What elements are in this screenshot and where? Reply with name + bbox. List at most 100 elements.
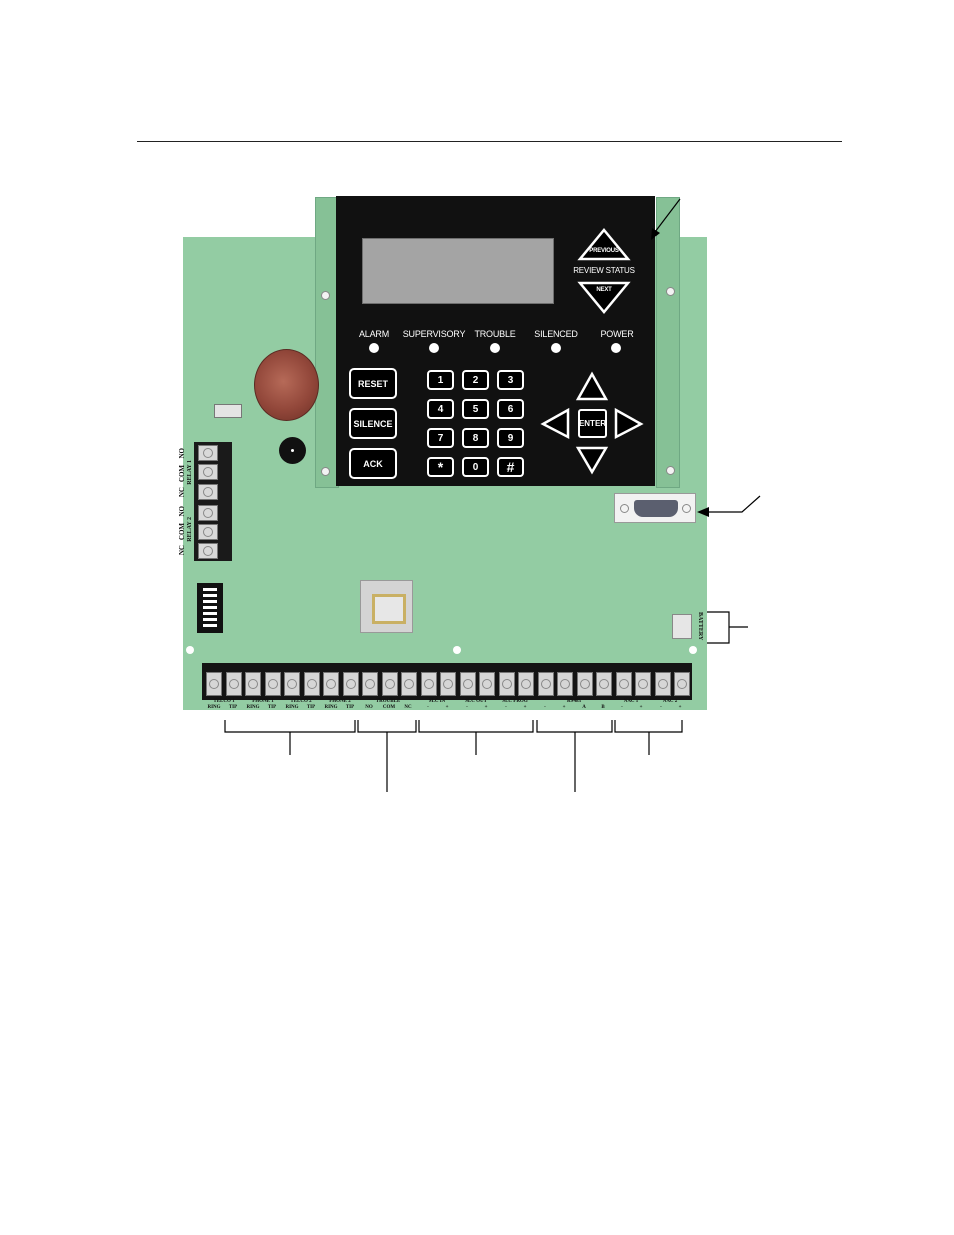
field-terminal	[304, 672, 320, 696]
terminal-sub-label: -	[505, 705, 507, 710]
relay2-no-label: NO	[178, 506, 186, 517]
serial-port-connector[interactable]	[614, 493, 696, 523]
relay1-group-label: RELAY 1	[187, 460, 193, 485]
enter-button[interactable]: ENTER	[578, 409, 607, 438]
indicator-trouble-label: TROUBLE	[474, 329, 516, 339]
relay2-nc-label: NC	[178, 545, 186, 556]
terminal-label-phone2: PHONE 2	[329, 699, 351, 704]
terminal-sub-label: TIP	[267, 705, 277, 710]
key-8[interactable]: 8	[462, 428, 489, 448]
key-5[interactable]: 5	[462, 399, 489, 419]
terminal-label-telco2: TELCO 2	[290, 699, 312, 704]
relay1-com-label: COM	[178, 465, 186, 483]
terminal-label-slc-out: SLC OUT	[465, 699, 487, 704]
callout-line-serial-port	[706, 495, 761, 513]
relay2-group-label: RELAY 2	[187, 517, 193, 542]
terminal-label-slc-prog: SLC PROG	[502, 699, 528, 704]
battery-connector[interactable]	[672, 614, 692, 639]
relay-terminal	[198, 464, 218, 480]
relay-terminal	[198, 543, 218, 559]
right-mounting-bracket	[656, 197, 680, 488]
terminal-sub-label: +	[562, 705, 566, 710]
terminal-sub-label: -	[466, 705, 468, 710]
indicator-supervisory-label: SUPERVISORY	[402, 329, 466, 339]
field-terminal	[284, 672, 300, 696]
terminal-label-trouble: TROUBLE	[375, 699, 401, 704]
terminal-sub-label: NO	[365, 705, 373, 710]
callout-arrowhead-icon	[697, 507, 709, 517]
callout-arrowhead-icon	[651, 228, 660, 240]
mounting-hole	[453, 646, 461, 654]
terminal-label-rs485: RS485	[567, 699, 581, 704]
indicator-alarm-label: ALARM	[358, 329, 390, 339]
field-terminal	[479, 672, 495, 696]
relay2-com-label: COM	[178, 523, 186, 541]
terminal-sub-label: A	[582, 705, 586, 710]
sounder-disc	[254, 349, 319, 421]
key-7[interactable]: 7	[427, 428, 454, 448]
indicator-power-label: POWER	[600, 329, 634, 339]
field-terminal	[577, 672, 593, 696]
relay-terminal	[198, 524, 218, 540]
key-1[interactable]: 1	[427, 370, 454, 390]
field-terminal	[421, 672, 437, 696]
key-3[interactable]: 3	[497, 370, 524, 390]
up-arrow-icon[interactable]	[575, 371, 609, 401]
field-terminal	[538, 672, 554, 696]
terminal-label-phone1: PHONE 1	[252, 699, 274, 704]
bracket-telco-phone	[224, 720, 356, 733]
callout-bracket-battery	[707, 611, 730, 644]
dip-switch[interactable]	[197, 583, 223, 633]
relay1-no-label: NO	[178, 448, 186, 459]
field-terminal	[382, 672, 398, 696]
bracket-trouble-relay	[357, 720, 417, 733]
key-0[interactable]: 0	[462, 457, 489, 477]
right-arrow-icon[interactable]	[614, 407, 644, 440]
previous-label: PREVIOUS	[589, 248, 619, 254]
key-9[interactable]: 9	[497, 428, 524, 448]
terminal-sub-label: RING	[246, 705, 260, 710]
terminal-sub-label: -	[660, 705, 662, 710]
field-terminal	[674, 672, 690, 696]
key-hash[interactable]: #	[497, 457, 524, 477]
field-terminal	[343, 672, 359, 696]
mounting-hole	[186, 646, 194, 654]
bracket-screw-icon	[321, 467, 330, 476]
key-2[interactable]: 2	[462, 370, 489, 390]
terminal-sub-label: RING	[324, 705, 338, 710]
next-arrow-icon[interactable]	[577, 281, 631, 314]
terminal-sub-label: -	[544, 705, 546, 710]
silence-button[interactable]: SILENCE	[349, 408, 397, 439]
relay1-nc-label: NC	[178, 487, 186, 498]
terminal-label-telco1: TELCO 1	[213, 699, 235, 704]
field-terminal	[401, 672, 417, 696]
terminal-sub-label: TIP	[306, 705, 316, 710]
left-arrow-icon[interactable]	[540, 407, 570, 440]
reset-button[interactable]: RESET	[349, 368, 397, 399]
transformer	[360, 580, 413, 633]
down-arrow-icon[interactable]	[575, 446, 609, 475]
ack-button[interactable]: ACK	[349, 448, 397, 479]
terminal-sub-label: +	[523, 705, 527, 710]
key-star[interactable]: *	[427, 457, 454, 477]
field-terminal	[440, 672, 456, 696]
relay-terminal	[198, 484, 218, 500]
review-status-label: REVIEW STATUS	[573, 266, 635, 275]
battery-label: BATTERY	[697, 612, 703, 641]
field-terminal	[655, 672, 671, 696]
terminal-sub-label: B	[601, 705, 605, 710]
screw-icon	[620, 504, 629, 513]
trouble-led	[490, 343, 500, 353]
terminal-sub-label: RING	[207, 705, 221, 710]
field-terminal	[499, 672, 515, 696]
key-4[interactable]: 4	[427, 399, 454, 419]
key-6[interactable]: 6	[497, 399, 524, 419]
alarm-led	[369, 343, 379, 353]
terminal-sub-label: +	[484, 705, 488, 710]
field-terminal	[518, 672, 534, 696]
previous-arrow-icon[interactable]	[577, 228, 631, 261]
relay-terminal	[198, 445, 218, 461]
db9-shell	[634, 500, 678, 517]
terminal-sub-label: COM	[382, 705, 396, 710]
